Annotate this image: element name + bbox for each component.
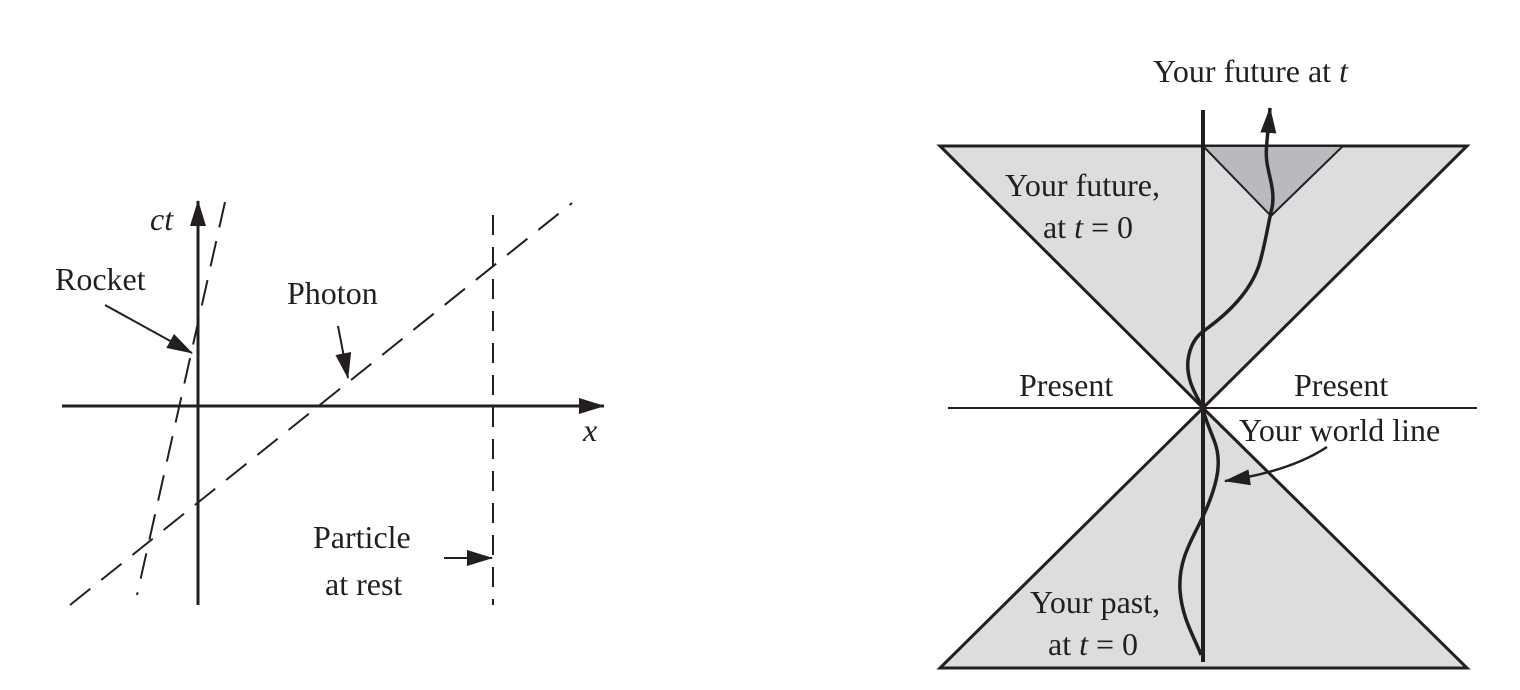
past-label: Your past, xyxy=(1030,584,1160,620)
particle-label-2: at rest xyxy=(325,566,402,602)
future-label-2: at t = 0 xyxy=(1043,209,1133,245)
future-at-t-cone xyxy=(1200,145,1346,218)
rocket-label: Rocket xyxy=(55,261,146,297)
present-right-label: Present xyxy=(1294,367,1388,403)
rocket-worldline xyxy=(136,201,226,596)
spacetime-diagram xyxy=(62,200,605,606)
ct-axis-label: ct xyxy=(150,201,174,237)
past-label-2: at t = 0 xyxy=(1048,626,1138,662)
particle-label: Particle xyxy=(313,519,411,555)
x-axis-label: x xyxy=(582,412,597,448)
light-cone-diagram xyxy=(936,107,1477,670)
world-line-arrow xyxy=(1224,445,1328,486)
present-left-label: Present xyxy=(1019,367,1113,403)
photon-arrow xyxy=(335,325,352,379)
photon-label: Photon xyxy=(287,275,378,311)
photon-worldline xyxy=(69,202,573,606)
world-line xyxy=(1178,107,1277,656)
rocket-arrow xyxy=(104,304,193,354)
world-line-label: Your world line xyxy=(1239,412,1440,448)
future-label: Your future, xyxy=(1005,167,1160,203)
future-at-t-label: Your future at t xyxy=(1153,53,1349,89)
